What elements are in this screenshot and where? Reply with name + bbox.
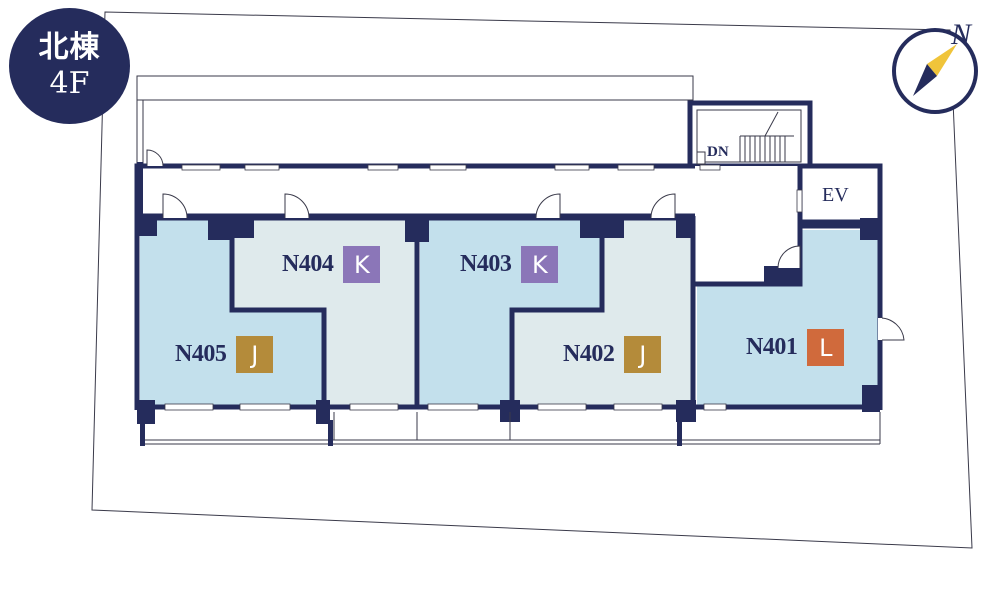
elevator-shaft bbox=[797, 163, 883, 225]
site-boundary bbox=[91, 11, 973, 549]
unit-n405[interactable]: N405 J bbox=[175, 336, 274, 373]
unit-type-badge: J bbox=[236, 336, 274, 373]
windows bbox=[164, 164, 803, 411]
unit-type-badge: K bbox=[521, 246, 559, 283]
floor-badge: 北棟 4F bbox=[9, 8, 130, 124]
columns bbox=[137, 162, 880, 424]
unit-n404[interactable]: N404 K bbox=[282, 246, 381, 283]
floor-number: 4F bbox=[49, 66, 90, 101]
unit-number: N404 bbox=[282, 251, 334, 277]
balcony-posts bbox=[140, 420, 682, 446]
compass-north-label: N bbox=[951, 18, 972, 51]
north-balcony bbox=[136, 75, 694, 167]
unit-type-badge: J bbox=[624, 336, 662, 373]
unit-number: N402 bbox=[563, 341, 615, 367]
compass-icon bbox=[892, 28, 978, 114]
unit-n403[interactable]: N403 K bbox=[460, 246, 559, 283]
stair-block bbox=[687, 100, 813, 170]
unit-number: N405 bbox=[175, 341, 227, 367]
elevator-label: EV bbox=[822, 184, 849, 206]
building-name: 北棟 bbox=[38, 30, 101, 65]
doors bbox=[146, 149, 905, 341]
unit-number: N403 bbox=[460, 251, 512, 277]
unit-n401[interactable]: N401 L bbox=[746, 329, 845, 366]
south-balcony bbox=[143, 412, 881, 445]
unit-number: N401 bbox=[746, 334, 798, 360]
unit-type-badge: K bbox=[343, 246, 381, 283]
unit-type-badge: L bbox=[807, 329, 845, 366]
stairs-down-label: DN bbox=[707, 144, 729, 160]
unit-n402[interactable]: N402 J bbox=[563, 336, 662, 373]
corridor bbox=[134, 163, 883, 282]
